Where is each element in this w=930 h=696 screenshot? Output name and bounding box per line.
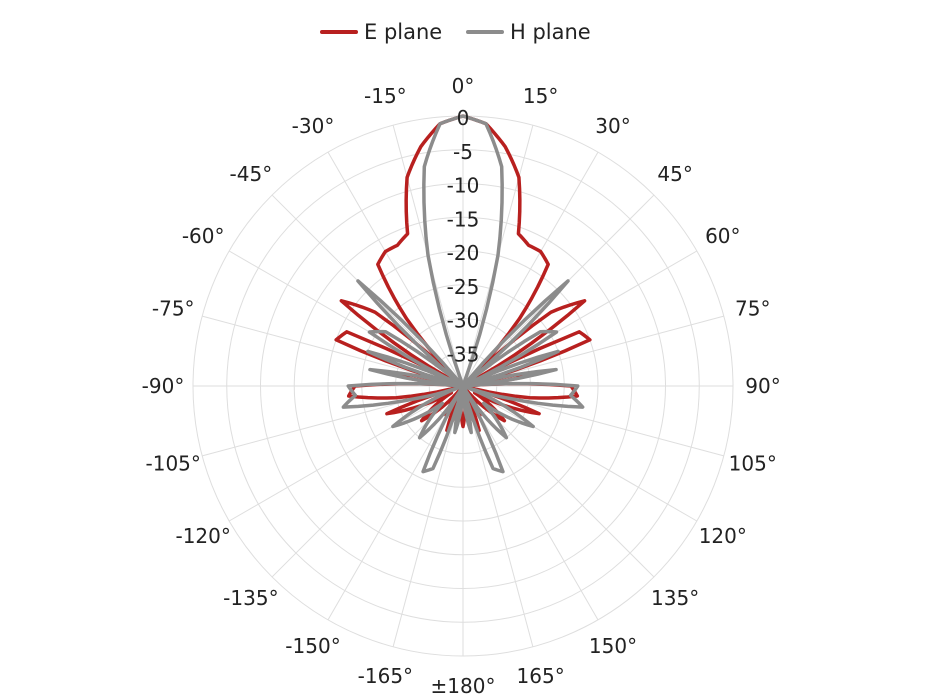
legend-label: E plane bbox=[364, 20, 442, 44]
radial-tick-label: -15 bbox=[447, 207, 480, 231]
angle-tick-label: -15° bbox=[364, 84, 407, 108]
radial-tick-label: 0 bbox=[457, 106, 470, 130]
angle-tick-label: 15° bbox=[523, 84, 558, 108]
radial-tick-label: -5 bbox=[453, 140, 473, 164]
angle-tick-label: 120° bbox=[699, 524, 747, 548]
radial-tick-label: -10 bbox=[447, 174, 480, 198]
legend: E plane H plane bbox=[320, 20, 591, 44]
angle-tick-label: -165° bbox=[358, 664, 413, 688]
angle-tick-label: -30° bbox=[292, 114, 335, 138]
angle-tick-label: -45° bbox=[230, 162, 273, 186]
grid-spoke bbox=[462, 151, 599, 387]
series-lines bbox=[334, 114, 592, 474]
angle-tick-label: -90° bbox=[142, 374, 185, 398]
grid-spoke bbox=[462, 385, 698, 522]
angle-tick-label: -105° bbox=[146, 452, 201, 476]
angle-tick-label: 165° bbox=[517, 664, 565, 688]
radial-tick-label: -30 bbox=[447, 309, 480, 333]
angle-tick-label: 135° bbox=[651, 586, 699, 610]
series-line-h-plane bbox=[341, 114, 585, 474]
grid-spoke bbox=[462, 385, 534, 647]
radial-labels: 0 -5 -10 -15 -20 -25 -30 -35 bbox=[447, 106, 480, 366]
angle-tick-label: -150° bbox=[285, 634, 340, 658]
angle-tick-label: 0° bbox=[452, 74, 475, 98]
angle-tick-label: 75° bbox=[735, 296, 770, 320]
legend-label: H plane bbox=[510, 20, 591, 44]
angle-tick-label: 105° bbox=[729, 452, 777, 476]
angle-tick-label: -75° bbox=[152, 296, 195, 320]
angle-tick-label: 150° bbox=[589, 634, 637, 658]
angle-tick-label: -60° bbox=[182, 224, 225, 248]
grid-spoke bbox=[327, 151, 464, 387]
angle-tick-label: 45° bbox=[657, 162, 692, 186]
grid-spoke bbox=[228, 385, 464, 522]
angle-tick-label: 60° bbox=[705, 224, 740, 248]
angle-tick-label: ±180° bbox=[431, 674, 496, 696]
angle-tick-label: -120° bbox=[175, 524, 230, 548]
angle-tick-label: 30° bbox=[595, 114, 630, 138]
angle-tick-label: -135° bbox=[223, 586, 278, 610]
grid-spoke bbox=[462, 385, 599, 621]
angle-labels: 0° 15° 30° 45° 60° 75° 90° 105° 120° 135° 150° 165°… bbox=[142, 74, 781, 696]
radial-tick-label: -25 bbox=[447, 275, 480, 299]
grid-spoke bbox=[392, 385, 464, 647]
radial-tick-label: -20 bbox=[447, 241, 480, 265]
radial-tick-label: -35 bbox=[447, 342, 480, 366]
grid-spoke bbox=[327, 385, 464, 621]
angle-tick-label: 90° bbox=[745, 374, 780, 398]
